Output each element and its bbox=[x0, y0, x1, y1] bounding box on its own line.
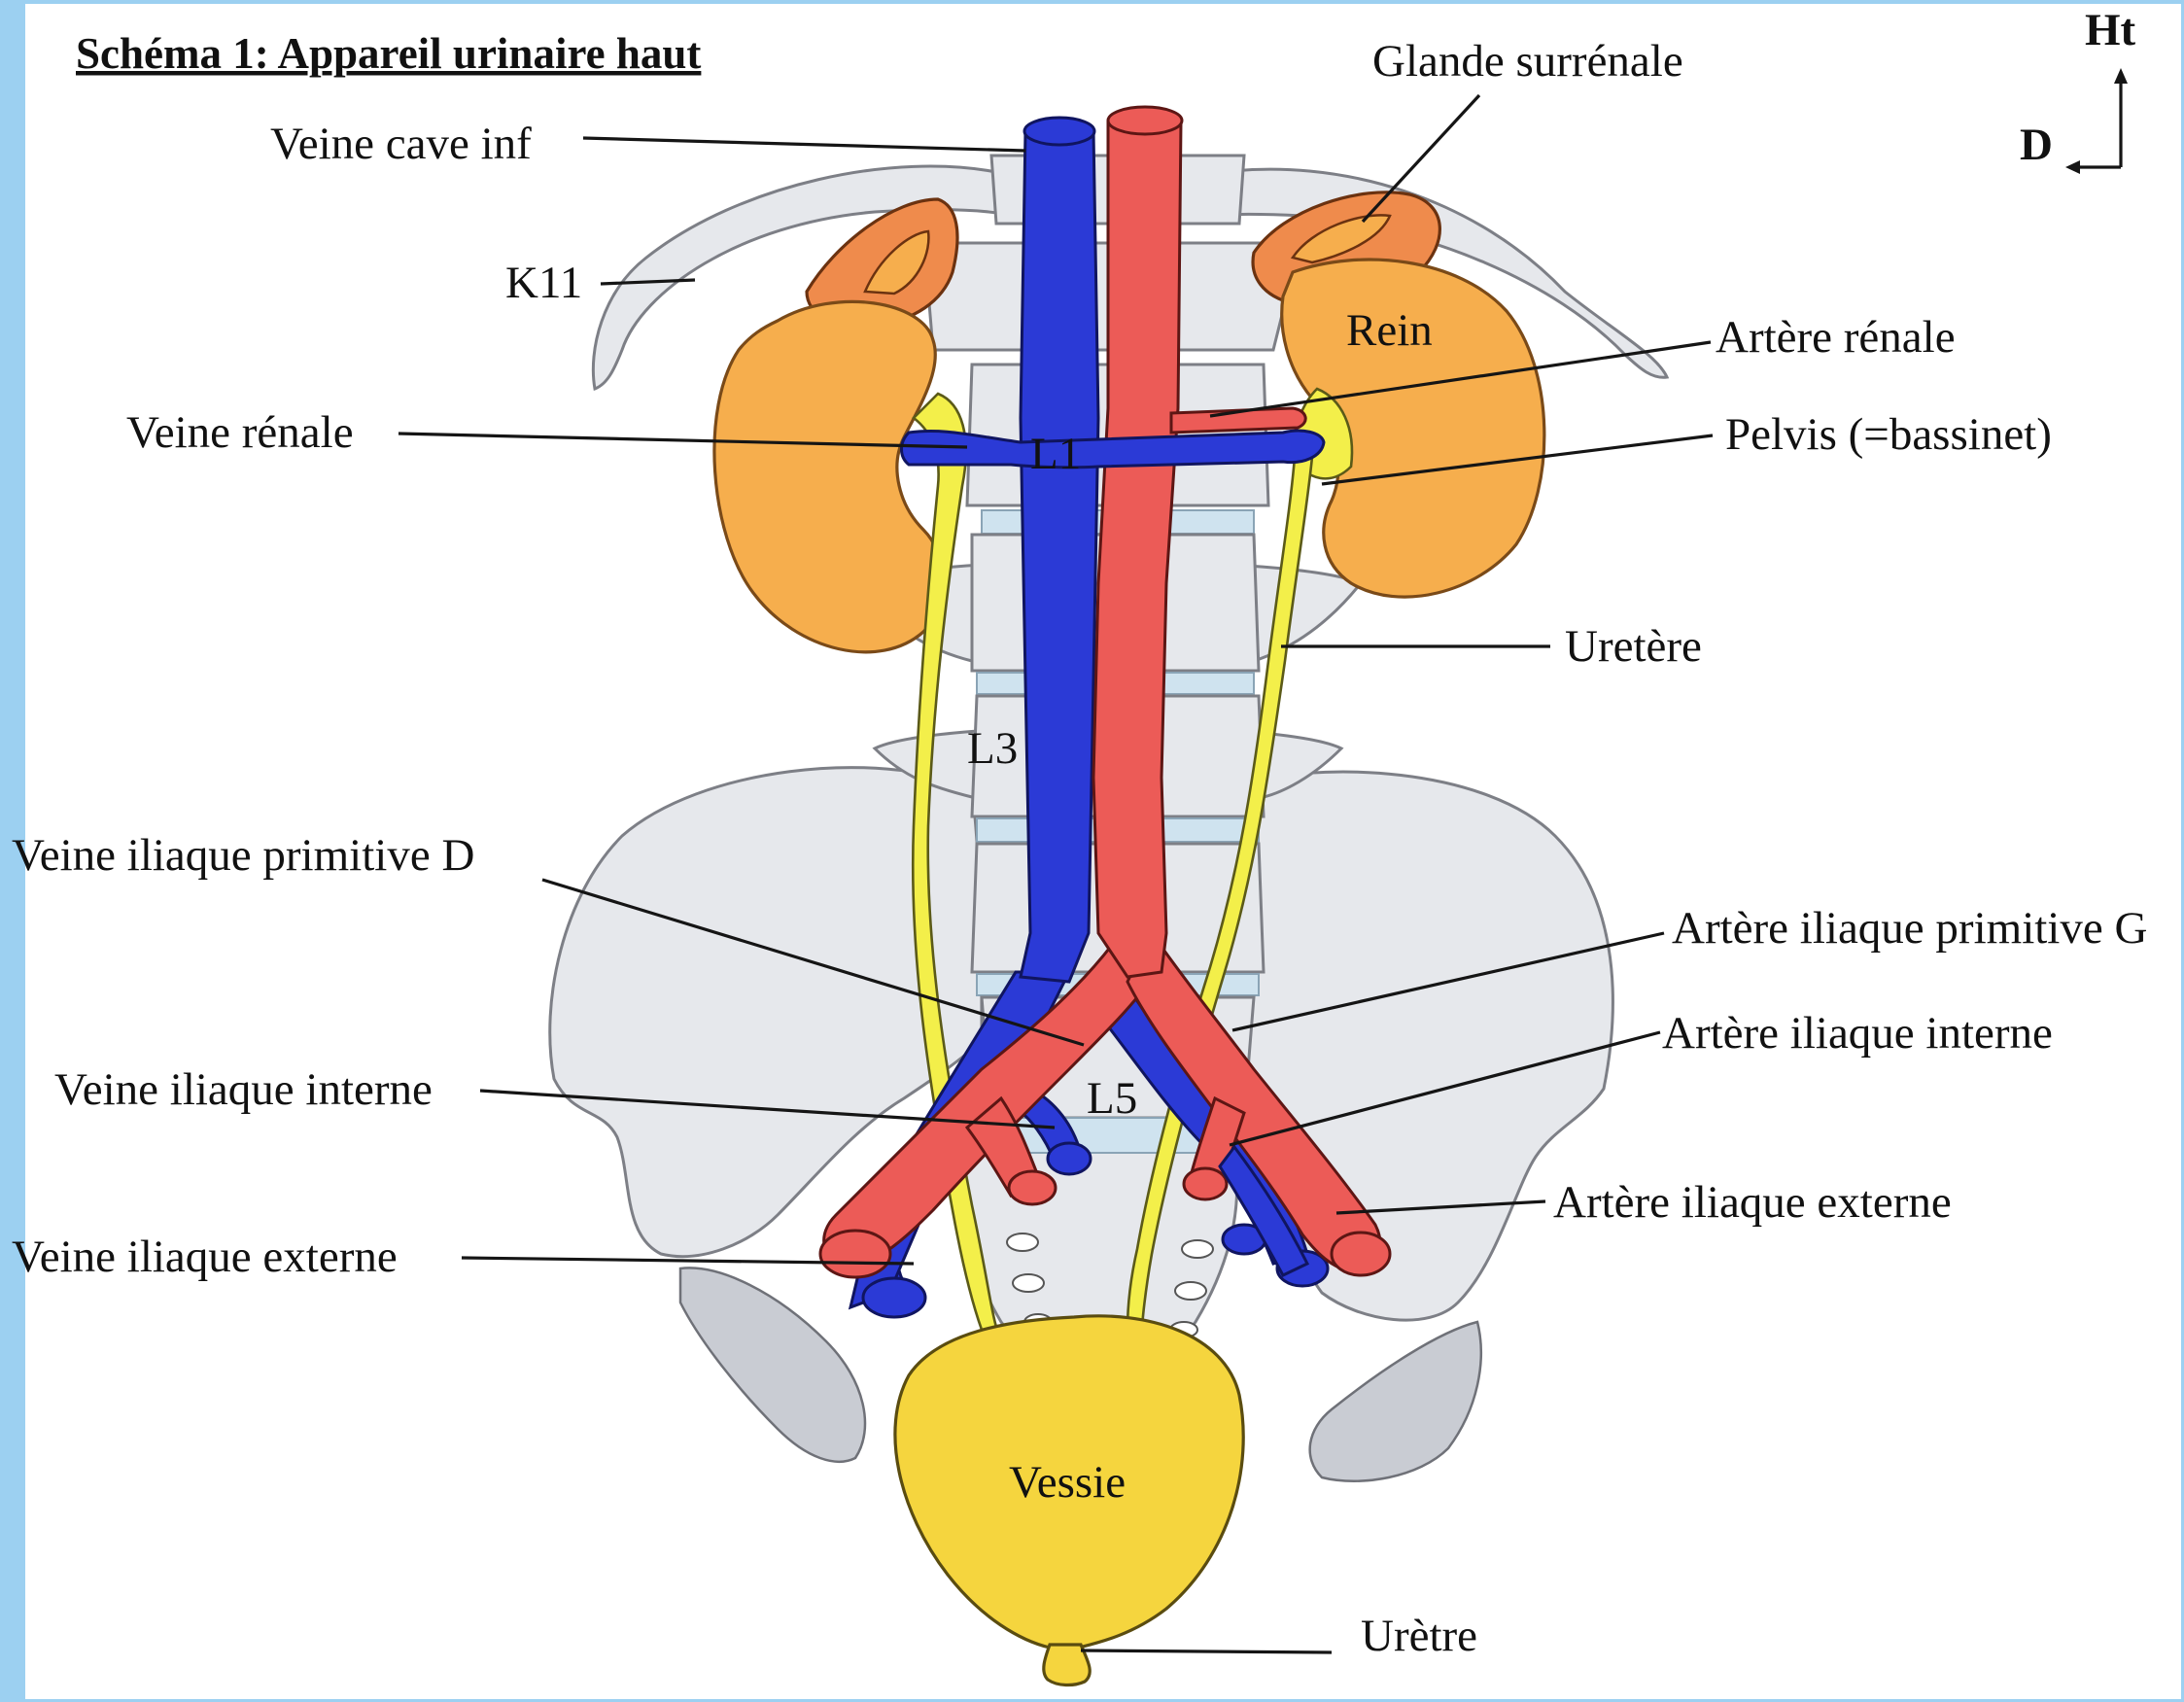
label-uretre: Urètre bbox=[1361, 1611, 1477, 1661]
orientation-side-label: D bbox=[2020, 120, 2053, 170]
right-kidney bbox=[714, 301, 944, 651]
right-external-iliac-artery-end bbox=[820, 1231, 890, 1277]
label-pelvis: Pelvis (=bassinet) bbox=[1725, 409, 2052, 460]
label-artere-renale: Artère rénale bbox=[1716, 312, 1956, 363]
label-veine-iliaque-externe: Veine iliaque externe bbox=[12, 1232, 398, 1282]
orientation-up-label: Ht bbox=[2085, 5, 2136, 55]
sacral-foramen bbox=[1007, 1233, 1038, 1251]
label-artere-iliaque-interne: Artère iliaque interne bbox=[1662, 1008, 2053, 1059]
arrow-left-icon bbox=[2065, 160, 2080, 174]
vena-cava-top bbox=[1024, 118, 1094, 145]
leader-uretre bbox=[1081, 1650, 1332, 1652]
label-artere-iliaque-externe: Artère iliaque externe bbox=[1553, 1177, 1952, 1228]
sacral-foramen bbox=[1013, 1274, 1044, 1292]
label-rein: Rein bbox=[1346, 305, 1433, 356]
right-ischium bbox=[680, 1268, 865, 1461]
label-veine-cave-inf: Veine cave inf bbox=[270, 119, 532, 169]
label-veine-renale: Veine rénale bbox=[126, 407, 354, 458]
arrow-up-icon bbox=[2114, 68, 2128, 84]
inferior-vena-cava bbox=[1021, 131, 1098, 982]
label-veine-iliaque-primitive-d: Veine iliaque primitive D bbox=[12, 830, 474, 881]
diagram-title: Schéma 1: Appareil urinaire haut bbox=[76, 29, 701, 78]
label-l3: L3 bbox=[967, 723, 1018, 774]
label-uretere: Uretère bbox=[1565, 621, 1702, 672]
leader-k11 bbox=[601, 280, 695, 284]
left-ischium bbox=[1310, 1322, 1481, 1481]
right-internal-iliac-vein-end bbox=[1048, 1143, 1091, 1174]
label-veine-iliaque-interne: Veine iliaque interne bbox=[54, 1064, 433, 1115]
label-glande-surrenale: Glande surrénale bbox=[1372, 36, 1683, 87]
sacral-foramen bbox=[1175, 1282, 1206, 1300]
label-k11: K11 bbox=[505, 258, 582, 308]
label-l1: L1 bbox=[1030, 429, 1081, 479]
label-vessie: Vessie bbox=[1009, 1457, 1126, 1508]
aorta-top bbox=[1108, 107, 1182, 134]
left-internal-iliac-artery-end bbox=[1184, 1168, 1227, 1199]
right-external-iliac-vein-end bbox=[863, 1278, 925, 1317]
label-l5: L5 bbox=[1087, 1073, 1137, 1124]
sacral-foramen bbox=[1182, 1240, 1213, 1258]
right-internal-iliac-artery-end bbox=[1009, 1171, 1056, 1204]
label-artere-iliaque-primitive-g: Artère iliaque primitive G bbox=[1672, 903, 2147, 954]
orientation-indicator bbox=[2065, 68, 2128, 174]
leader-veine-cave-inf bbox=[583, 138, 1025, 151]
left-external-iliac-artery-end bbox=[1332, 1233, 1390, 1275]
